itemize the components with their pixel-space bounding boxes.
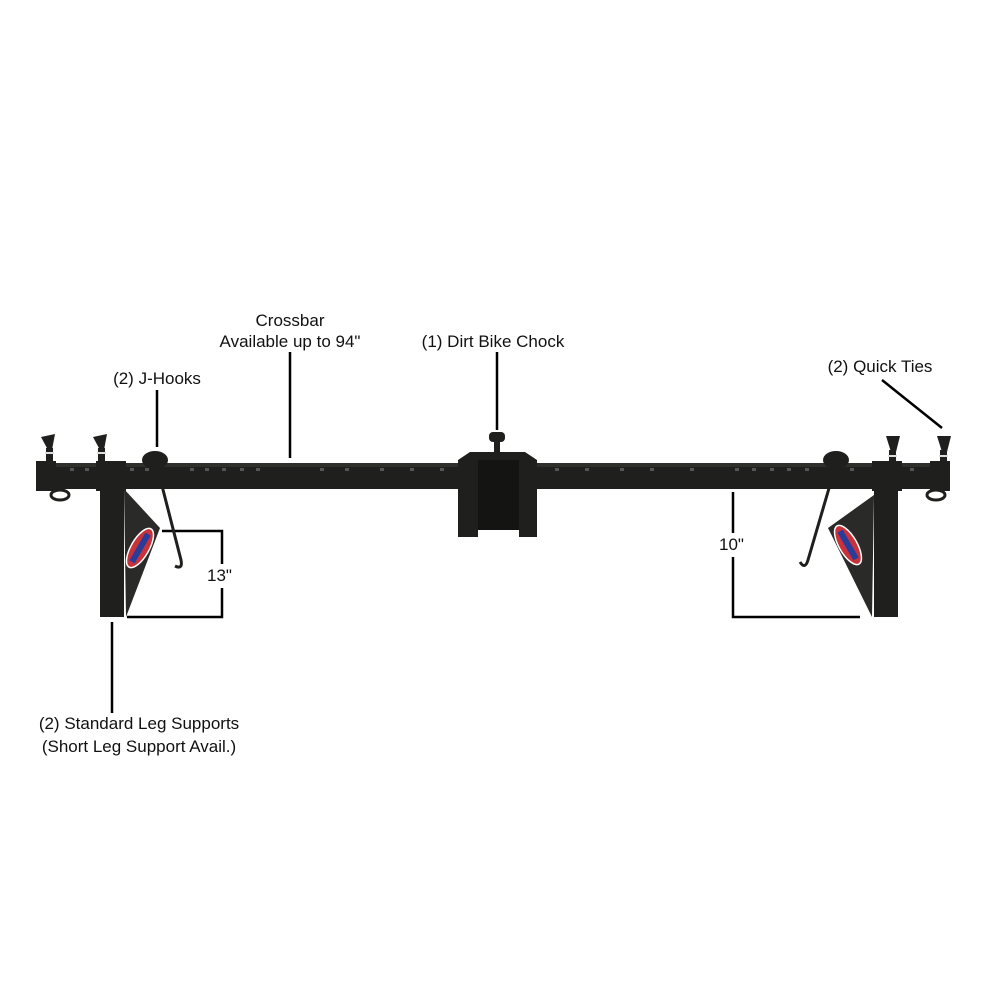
left-j-hook-knob xyxy=(142,451,168,469)
j-hook-wires xyxy=(158,477,834,569)
quick-tie-knob xyxy=(886,436,900,452)
crossbar-holes xyxy=(70,468,914,471)
quick-tie-knob xyxy=(93,434,107,450)
quick-tie-knob xyxy=(41,434,55,450)
right-leg-support xyxy=(874,489,898,617)
crossbar-label: Crossbar xyxy=(255,311,325,330)
left-j-hook xyxy=(158,477,183,569)
dimension-10-label: 10" xyxy=(719,533,744,557)
left-leg-collar xyxy=(96,461,126,491)
right-leg-collar xyxy=(872,461,902,491)
right-end-collar xyxy=(930,461,950,491)
quick-ties-leader xyxy=(881,379,943,429)
leg-supports-label: (2) Standard Leg Supports xyxy=(38,714,240,733)
rack xyxy=(36,432,951,617)
dimension-10-line xyxy=(731,492,860,619)
jhooks-label: (2) J-Hooks xyxy=(113,369,201,388)
right-tie-loop xyxy=(925,488,947,502)
right-logo xyxy=(833,524,863,566)
left-end-collar xyxy=(36,461,56,491)
quick-ties-label: (2) Quick Ties xyxy=(827,357,933,376)
chock-label: (1) Dirt Bike Chock xyxy=(421,332,565,351)
left-logo xyxy=(125,527,155,569)
crossbar-sublabel: Available up to 94" xyxy=(219,332,361,351)
leg-supports-note: (Short Leg Support Avail.) xyxy=(41,737,237,756)
quick-tie-knob xyxy=(937,436,951,452)
left-tie-loop xyxy=(49,488,71,502)
chock-knob xyxy=(489,432,505,442)
right-j-hook xyxy=(798,477,834,567)
left-leg-support xyxy=(100,489,124,617)
right-j-hook-knob xyxy=(823,451,849,469)
dimension-13-label: 13" xyxy=(207,564,232,588)
quick-ties xyxy=(41,434,951,464)
